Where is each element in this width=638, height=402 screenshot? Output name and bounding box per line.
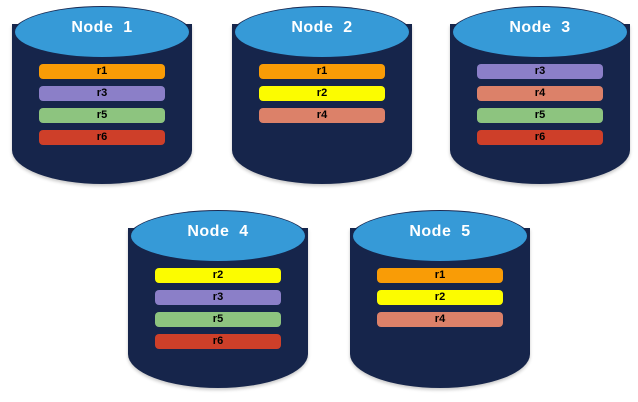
replica-bar[interactable]: r5 bbox=[155, 312, 281, 327]
replica-bar[interactable]: r5 bbox=[477, 108, 603, 123]
replica-bar[interactable]: r3 bbox=[39, 86, 165, 101]
replica-bar[interactable]: r1 bbox=[377, 268, 503, 283]
replica-bar[interactable]: r6 bbox=[155, 334, 281, 349]
node-label: Node 2 bbox=[291, 19, 353, 36]
replica-bar[interactable]: r6 bbox=[477, 130, 603, 145]
replica-bar[interactable]: r2 bbox=[377, 290, 503, 305]
cylinder-top-disc bbox=[353, 211, 527, 261]
database-node-cylinder[interactable]: Node 1 r1 r3 r5 r6 bbox=[12, 6, 192, 184]
database-node-cylinder[interactable]: Node 2 r1 r2 r4 bbox=[232, 6, 412, 184]
node-label: Node 1 bbox=[71, 19, 133, 36]
replica-list: r1 r2 r4 bbox=[259, 64, 385, 130]
cylinder-top-disc bbox=[235, 7, 409, 57]
database-node-cylinder[interactable]: Node 5 r1 r2 r4 bbox=[350, 210, 530, 388]
replica-list: r1 r2 r4 bbox=[377, 268, 503, 334]
cylinder-top-disc bbox=[15, 7, 189, 57]
replica-bar[interactable]: r1 bbox=[259, 64, 385, 79]
replica-bar[interactable]: r1 bbox=[39, 64, 165, 79]
node-label: Node 3 bbox=[509, 19, 571, 36]
node-label: Node 4 bbox=[187, 223, 249, 240]
replica-bar[interactable]: r2 bbox=[155, 268, 281, 283]
replica-bar[interactable]: r4 bbox=[377, 312, 503, 327]
cylinder-top-disc bbox=[453, 7, 627, 57]
replica-bar[interactable]: r6 bbox=[39, 130, 165, 145]
replica-list: r2 r3 r5 r6 bbox=[155, 268, 281, 356]
replica-bar[interactable]: r5 bbox=[39, 108, 165, 123]
replica-bar[interactable]: r2 bbox=[259, 86, 385, 101]
replica-bar[interactable]: r4 bbox=[259, 108, 385, 123]
database-node-cylinder[interactable]: Node 3 r3 r4 r5 r6 bbox=[450, 6, 630, 184]
replica-list: r1 r3 r5 r6 bbox=[39, 64, 165, 152]
replica-list: r3 r4 r5 r6 bbox=[477, 64, 603, 152]
cylinder-top-disc bbox=[131, 211, 305, 261]
database-node-cylinder[interactable]: Node 4 r2 r3 r5 r6 bbox=[128, 210, 308, 388]
replica-bar[interactable]: r3 bbox=[155, 290, 281, 305]
replica-bar[interactable]: r3 bbox=[477, 64, 603, 79]
replica-bar[interactable]: r4 bbox=[477, 86, 603, 101]
node-label: Node 5 bbox=[409, 223, 471, 240]
